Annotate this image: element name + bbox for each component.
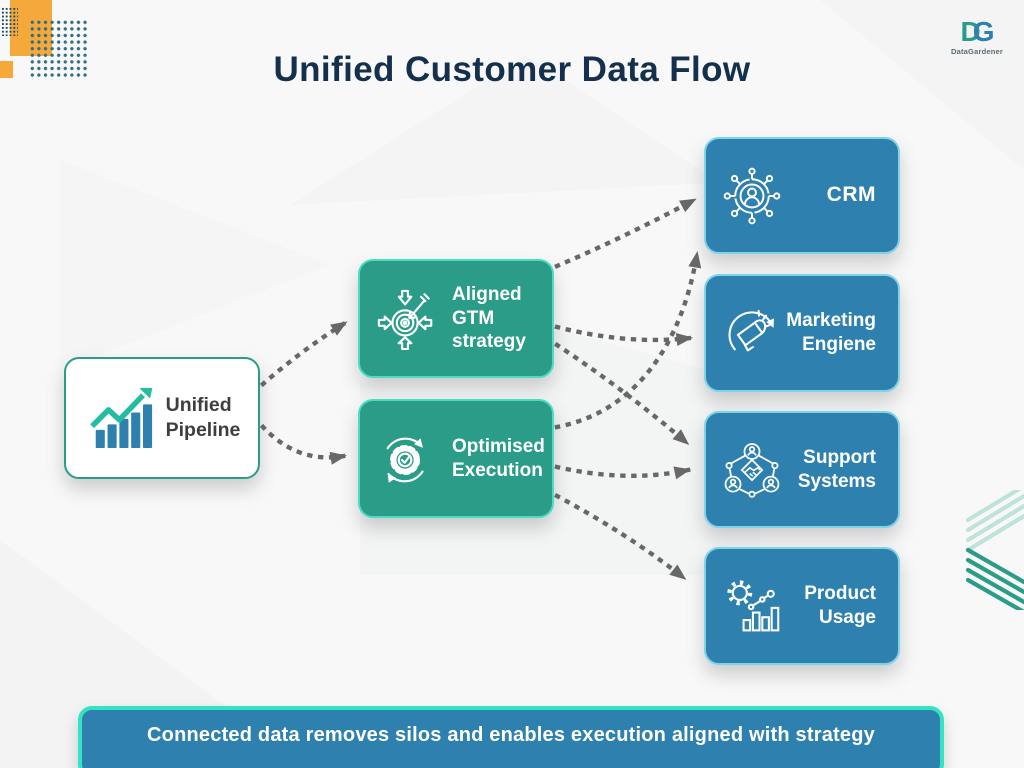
node-crm: CRM: [704, 137, 900, 254]
logo-monogram: DG: [942, 18, 1012, 46]
node-label: CRM: [827, 182, 876, 208]
node-label: Unified Pipeline: [166, 393, 241, 442]
node-label: Product Usage: [804, 582, 876, 630]
growth-chart-icon: [88, 388, 158, 448]
label-line: Execution: [452, 459, 543, 481]
arrow-gtm-to-support: [553, 341, 691, 447]
label-line: Unified: [165, 394, 232, 417]
arrow-execution-to-support: [554, 464, 691, 480]
logo-letter-d: D: [960, 16, 980, 47]
label-line: Optimised: [452, 435, 545, 457]
label-line: Engiene: [802, 334, 876, 355]
handshake-network-icon: [722, 440, 782, 500]
label-line: CRM: [826, 183, 876, 207]
label-line: Pipeline: [165, 419, 241, 441]
dot-grid-decoration: [1, 7, 18, 36]
node-label: Marketing Engiene: [786, 309, 876, 357]
node-aligned-gtm-strategy: Aligned GTM strategy: [358, 259, 554, 378]
orange-square-decoration: [0, 61, 13, 78]
background-polygon: [60, 160, 330, 370]
chevron-stripes-decoration: [965, 490, 1024, 610]
footer-banner: Connected data removes silos and enables…: [78, 706, 944, 768]
footer-message: Connected data removes silos and enables…: [147, 724, 875, 746]
label-line: strategy: [452, 331, 526, 353]
arrow-pipeline-to-execution: [259, 423, 347, 465]
label-line: Systems: [797, 470, 876, 492]
arrow-execution-to-crm: [554, 251, 702, 430]
arrow-pipeline-to-gtm: [259, 319, 349, 388]
megaphone-icon: [722, 303, 782, 363]
arrow-gtm-to-crm: [554, 197, 697, 269]
node-product-usage: Product Usage: [704, 547, 900, 665]
label-line: Marketing: [786, 310, 876, 332]
node-marketing-engine: Marketing Engiene: [704, 274, 900, 392]
node-unified-pipeline: Unified Pipeline: [64, 357, 260, 479]
gear-check-sync-icon: [376, 428, 438, 490]
node-support-systems: Support Systems: [704, 411, 900, 528]
page-title: Unified Customer Data Flow: [273, 50, 751, 89]
node-label: Support Systems: [798, 446, 876, 494]
logo-wordmark: DataGardener: [950, 47, 1003, 56]
arrow-execution-to-product: [554, 493, 688, 582]
arrow-gtm-to-marketing: [554, 324, 693, 346]
label-line: Support: [803, 446, 876, 468]
customer-network-icon: [722, 166, 782, 226]
target-alignment-icon: [376, 288, 438, 350]
label-line: Usage: [818, 607, 876, 628]
label-line: Aligned: [452, 283, 522, 305]
label-line: GTM: [452, 307, 495, 329]
usage-analytics-icon: [722, 576, 782, 636]
datagardener-logo: DG DataGardener: [942, 18, 1012, 57]
dot-grid-decoration: [29, 19, 87, 80]
logo-letter-g: G: [972, 16, 995, 47]
label-line: Product: [804, 583, 876, 605]
node-optimised-execution: Optimised Execution: [358, 399, 554, 518]
node-label: Aligned GTM strategy: [452, 283, 526, 355]
node-label: Optimised Execution: [452, 435, 545, 483]
